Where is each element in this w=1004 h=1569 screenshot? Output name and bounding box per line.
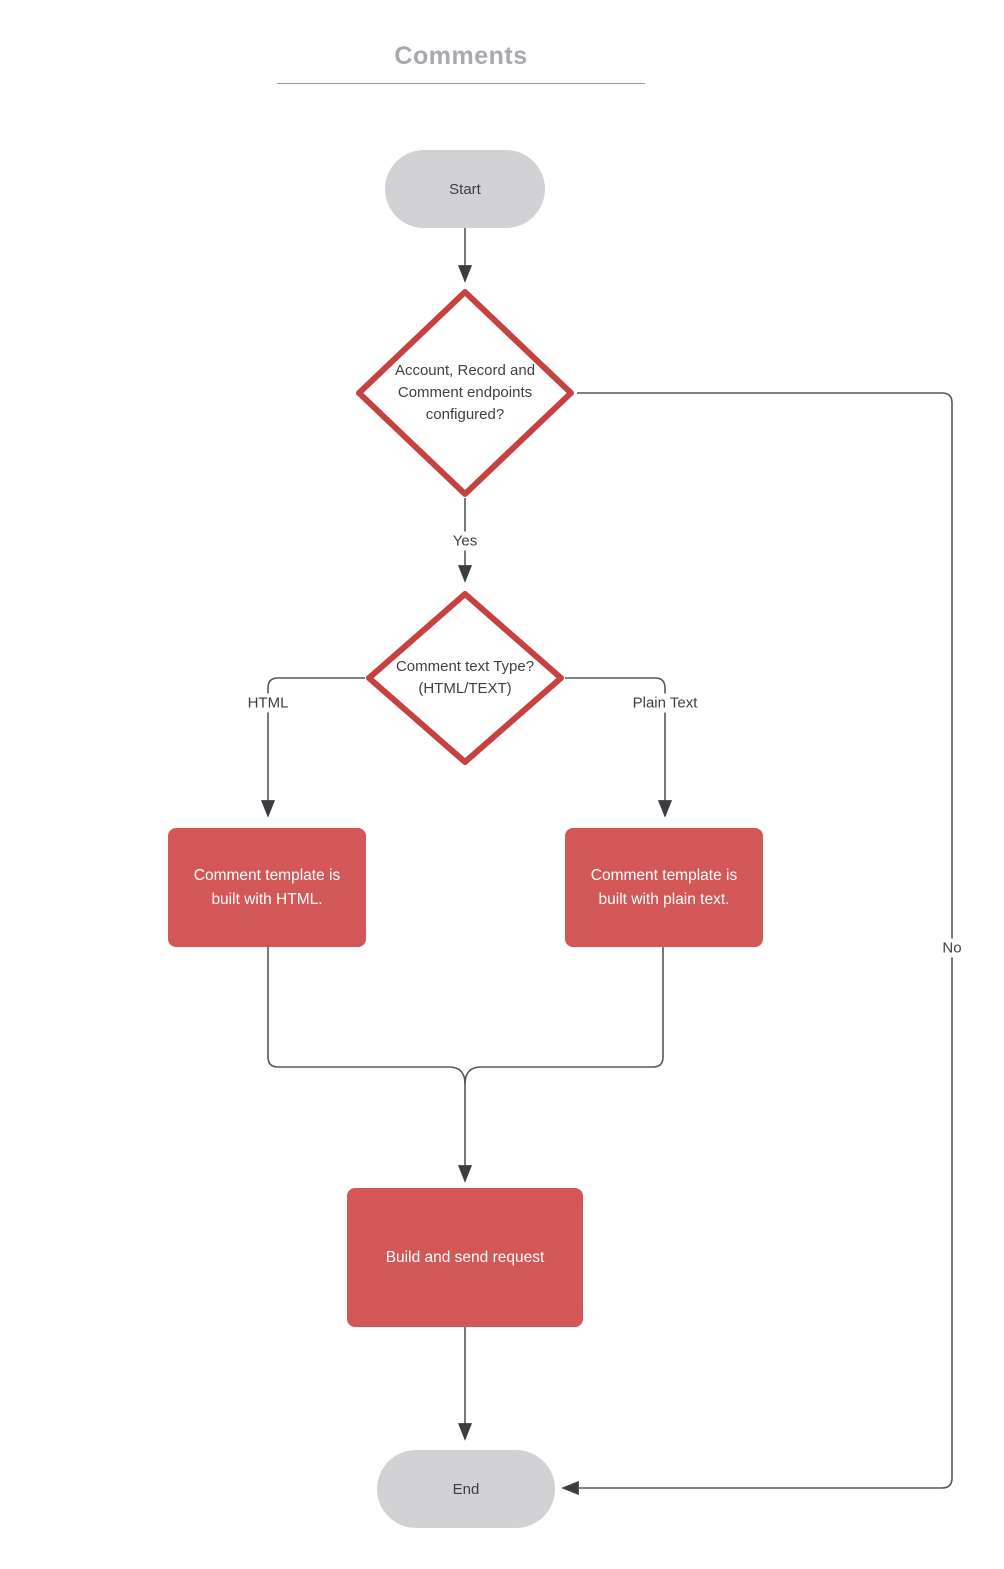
decision-comment-type-text: Comment text Type? (HTML/TEXT) [395, 658, 535, 697]
diamond-shape [366, 591, 564, 765]
edge-label-yes: Yes [447, 531, 483, 551]
process-build-send-request-label: Build and send request [385, 1248, 545, 1266]
edge-merge-from-plain-box [464, 947, 664, 1085]
start-node-label: Start [449, 180, 481, 198]
edge-html-branch [260, 677, 365, 818]
end-node-label: End [452, 1480, 480, 1498]
process-html-template: Comment template is built with HTML. [168, 828, 366, 947]
diamond-shape [356, 289, 574, 497]
start-node: Start [385, 150, 545, 228]
edge-label-html: HTML [242, 693, 294, 713]
decision-comment-text-type: Comment text Type? (HTML/TEXT) [365, 590, 565, 766]
decision-endpoints-configured: Account, Record and Comment endpoints co… [355, 288, 575, 498]
edge-label-plain-text: Plain Text [627, 693, 703, 713]
end-node: End [377, 1450, 555, 1528]
process-build-send-request: Build and send request [347, 1188, 583, 1327]
page-title: Comments [394, 42, 528, 70]
process-plain-template-label: Comment template is built with plain tex… [590, 867, 738, 908]
decision-endpoints-text: Account, Record and Comment endpoints co… [394, 362, 536, 423]
process-plain-template: Comment template is built with plain tex… [565, 828, 763, 947]
edge-merge-from-html-box [267, 947, 473, 1183]
title-underline [277, 83, 645, 84]
edge-label-no: No [937, 938, 967, 958]
process-html-template-label: Comment template is built with HTML. [193, 867, 341, 908]
edge-plain-text-branch [565, 677, 673, 818]
